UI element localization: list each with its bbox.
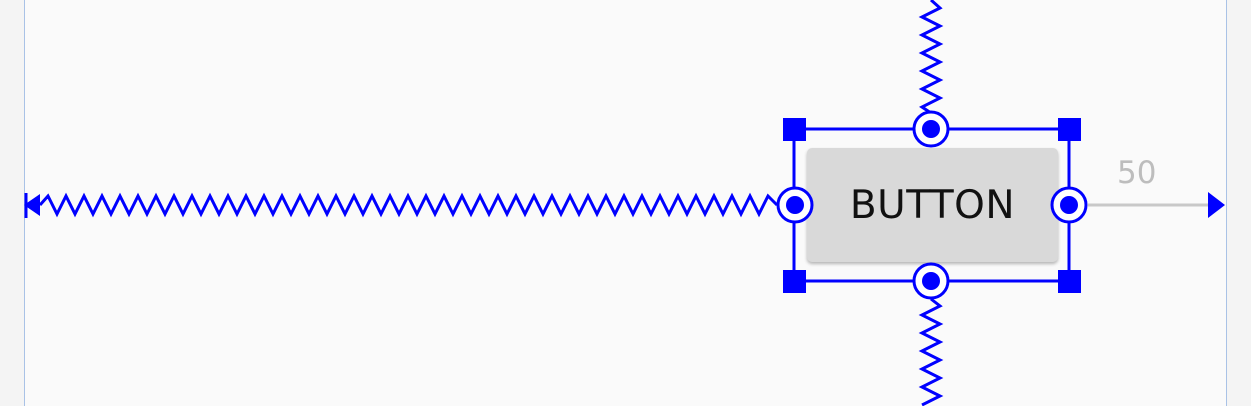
anchor-right[interactable] <box>1050 186 1088 224</box>
bottom-constraint-spring[interactable] <box>918 297 944 406</box>
resize-handle-top-left[interactable] <box>783 118 806 141</box>
anchor-top[interactable] <box>912 110 950 148</box>
top-constraint-spring[interactable] <box>918 0 944 115</box>
button-widget[interactable]: BUTTON <box>807 148 1058 262</box>
right-margin-value: 50 <box>1117 155 1157 191</box>
left-constraint-arrowhead <box>24 194 40 216</box>
resize-handle-bottom-right[interactable] <box>1058 270 1081 293</box>
anchor-bottom[interactable] <box>912 262 950 300</box>
right-constraint-arrowhead <box>1208 192 1225 218</box>
anchor-left[interactable] <box>776 186 814 224</box>
left-constraint-spring[interactable] <box>38 192 779 218</box>
resize-handle-bottom-left[interactable] <box>783 270 806 293</box>
button-widget-label: BUTTON <box>849 182 1016 228</box>
resize-handle-top-right[interactable] <box>1058 118 1081 141</box>
